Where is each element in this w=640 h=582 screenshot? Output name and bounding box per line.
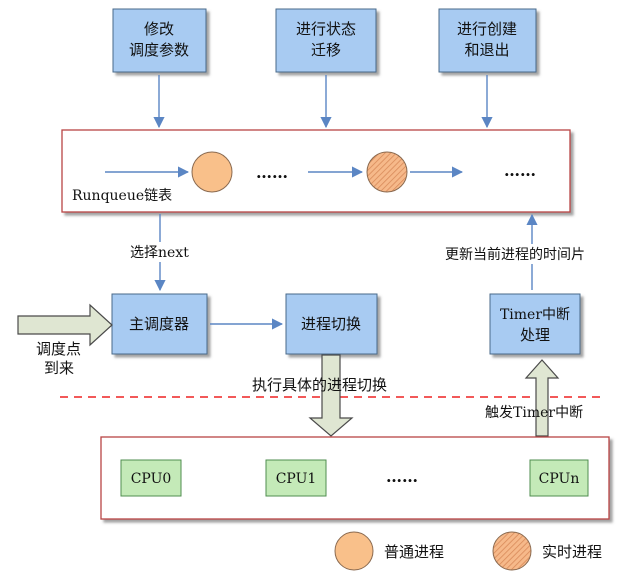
cpun-box [529,459,589,497]
create-exit-line2: 和退出 [464,41,509,59]
trigger-timer-label: 触发Timer中断 [485,405,583,421]
normal-process-circle [191,151,233,193]
state-transition-line2: 迁移 [311,41,341,59]
process-switch-label: 进程切换 [301,315,361,333]
legend-normal-label: 普通进程 [384,543,444,561]
main-scheduler-label: 主调度器 [129,315,189,333]
cpu0-label: CPU0 [131,471,172,487]
select-next-label: 选择next [130,245,189,261]
cpu0-box [120,459,182,497]
runqueue-label: Runqueue链表 [72,188,172,204]
create-exit-box: 进行创建 和退出 [438,8,537,73]
legend: 普通进程 实时进程 [334,531,602,571]
modify-params-box: 修改 调度参数 [112,8,207,73]
main-scheduler-box: 主调度器 [111,293,208,355]
modify-params-line1: 修改 [144,20,174,38]
trigger-timer-block-arrow [524,359,560,437]
state-transition-line1: 进行状态 [296,20,356,38]
timer-interrupt-line2: 处理 [520,326,550,344]
update-timeslice-label: 更新当前进程的时间片 [445,246,585,263]
realtime-process-circle [366,151,408,193]
cpu1-box [265,459,327,497]
cpu-ellipsis: …… [386,467,418,486]
switch-down-block-arrow [308,354,354,437]
timer-interrupt-box: Timer中断 处理 [489,293,581,355]
create-exit-line1: 进行创建 [457,20,517,38]
do-switch-label: 执行具体的进程切换 [252,376,387,394]
legend-normal-icon [334,531,374,571]
cpun-label: CPUn [539,471,580,487]
timer-interrupt-line1: Timer中断 [500,307,570,323]
process-switch-box: 进程切换 [285,293,378,355]
cpu-frame: CPU0 CPU1 …… CPUn [100,436,610,520]
state-transition-box: 进行状态 迁移 [275,8,377,73]
sched-point-line2: 到来 [44,359,74,377]
legend-realtime-label: 实时进程 [542,543,602,561]
modify-params-line2: 调度参数 [129,41,189,59]
legend-realtime-icon [492,531,532,571]
runqueue-ellipsis-1: …… [256,163,288,182]
sched-point-block-arrow [17,303,113,347]
runqueue-frame: …… …… Runqueue链表 [61,129,571,213]
sched-point-line1: 调度点 [36,340,81,358]
runqueue-ellipsis-2: …… [504,161,536,180]
cpu1-label: CPU1 [276,471,317,487]
